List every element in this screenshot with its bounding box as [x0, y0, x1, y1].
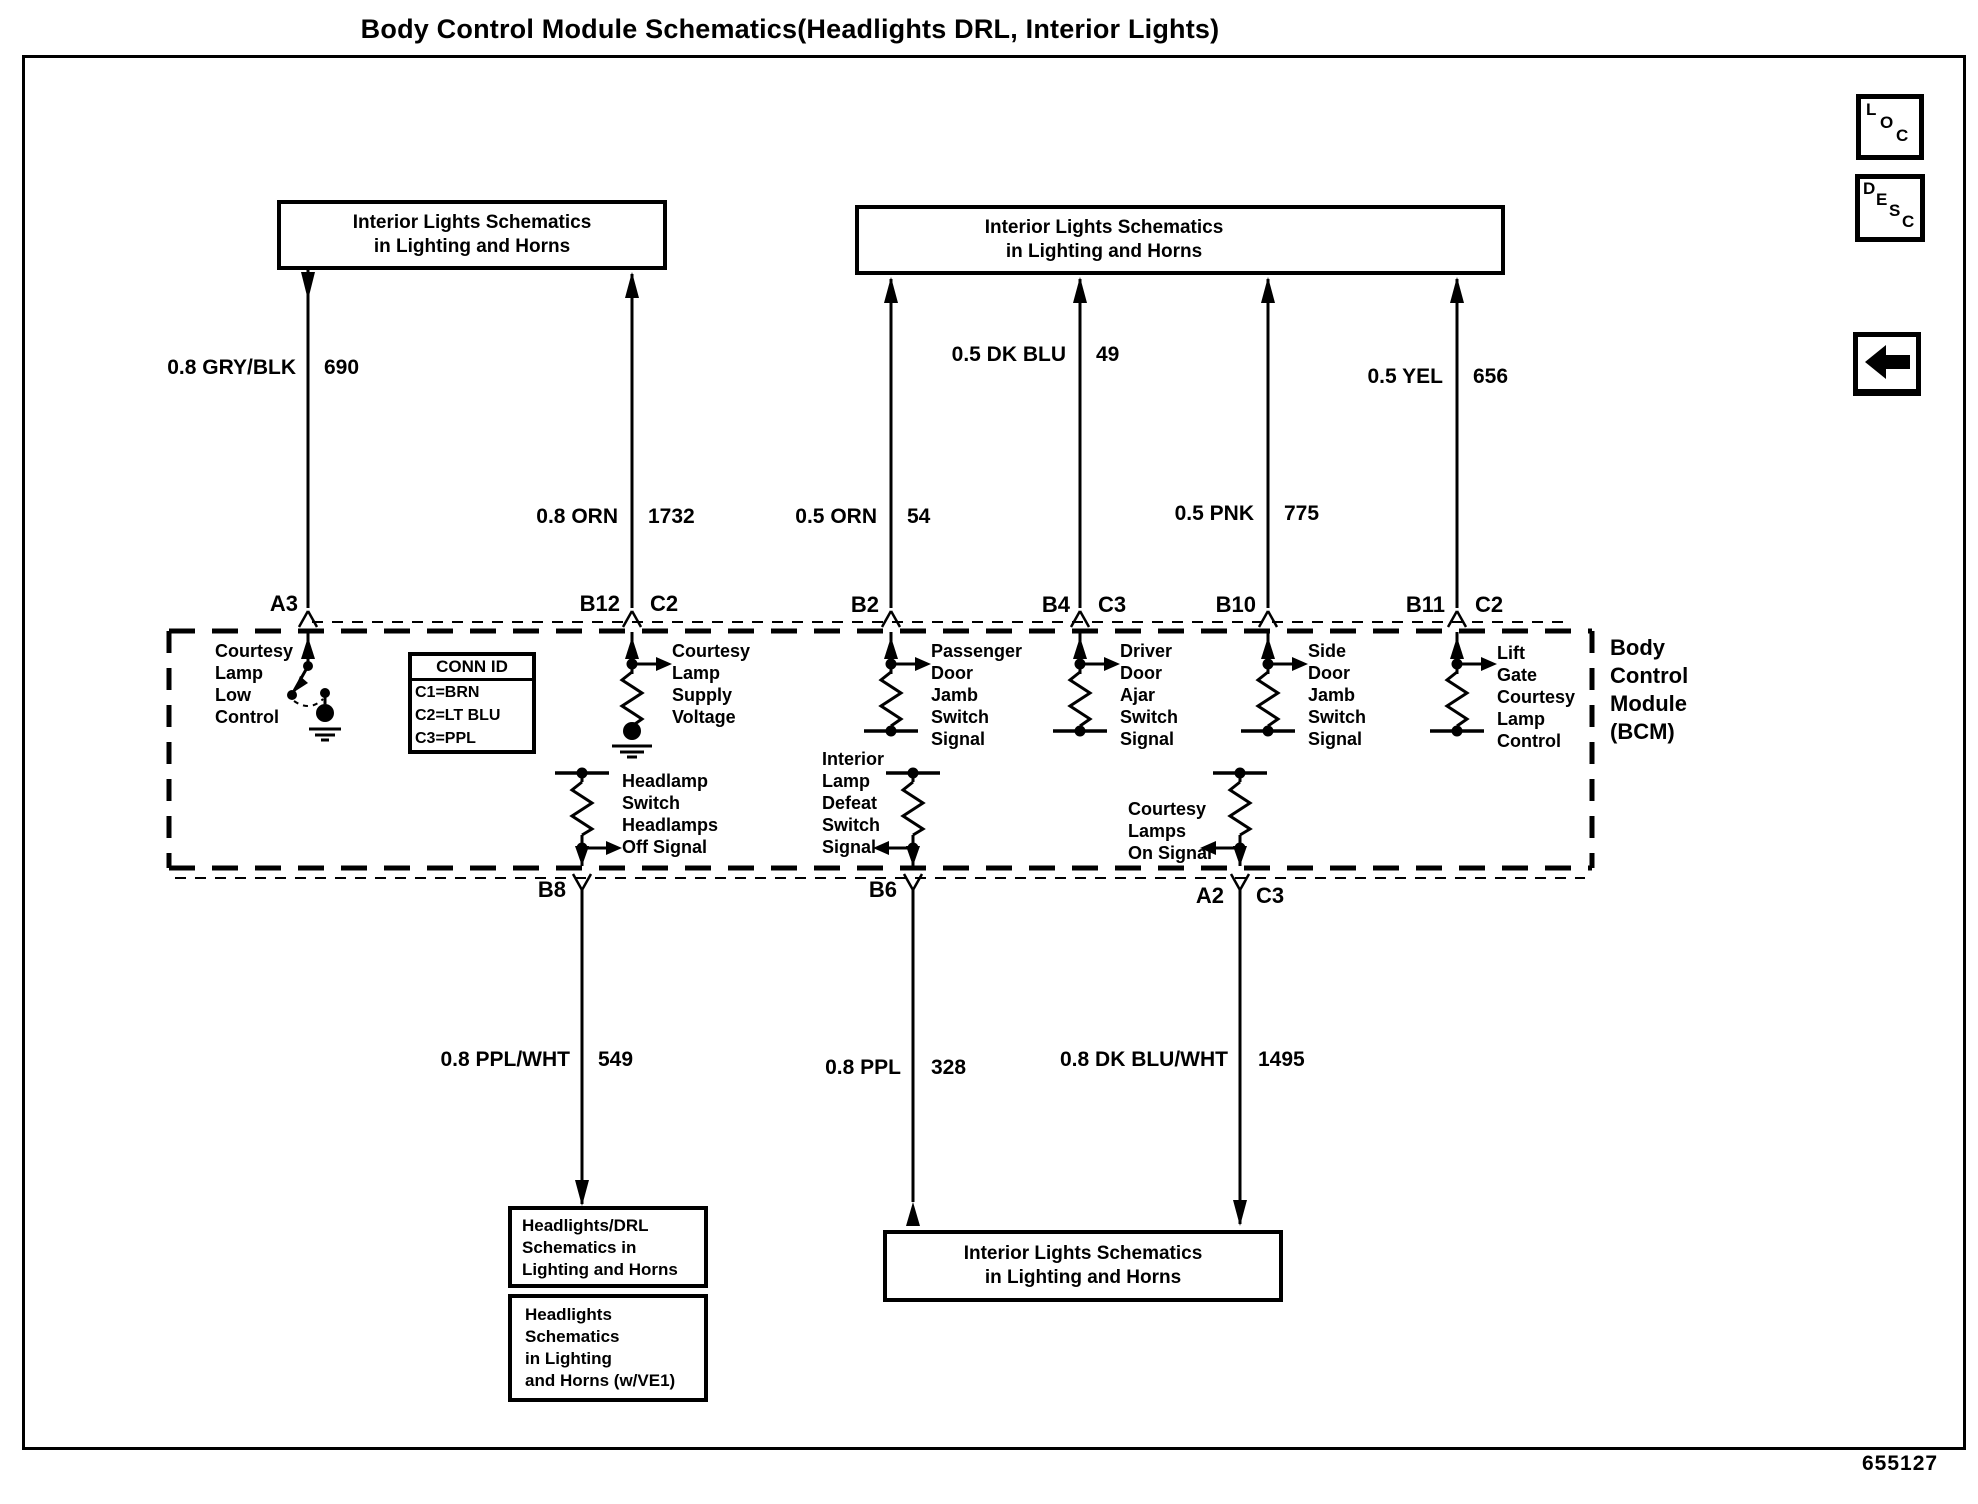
bcm-b8-circuit — [555, 767, 622, 866]
wire-label: 0.5 PNK — [1174, 502, 1254, 525]
circuit-number: 54 — [907, 505, 931, 528]
loc-button[interactable]: L O C — [1856, 94, 1924, 160]
pin-label-b12: B12 — [579, 591, 620, 616]
bcm-a3-switch — [287, 632, 341, 742]
function-label-headlamp-switch-off: Headlamp Switch Headlamps Off Signal — [622, 771, 719, 857]
schematic-frame — [22, 55, 1966, 1450]
circuit-number: 656 — [1473, 365, 1509, 388]
conn-label-c3: C3 — [1098, 592, 1127, 617]
wire-b8-bottom — [571, 873, 593, 1206]
circuit-number: 775 — [1284, 502, 1320, 525]
ref-box-headlights-ve1[interactable]: Headlights Schematics in Lighting and Ho… — [508, 1294, 708, 1402]
bcm-module-label: Body Control Module (BCM) — [1610, 635, 1689, 744]
desc-button-char: D — [1863, 179, 1876, 198]
loc-button-char: C — [1896, 126, 1909, 145]
circuit-number: 690 — [324, 356, 360, 379]
desc-button-char: C — [1902, 212, 1915, 231]
loc-button-char: L — [1866, 100, 1877, 119]
ref-box-interior-lights-bottom[interactable]: Interior Lights Schematics in Lighting a… — [883, 1230, 1283, 1302]
ref-box-label: Interior Lights Schematics in Lighting a… — [984, 217, 1224, 262]
ref-box-label: Headlights/DRL Schematics in Lighting an… — [522, 1216, 678, 1279]
circuit-number: 49 — [1096, 343, 1120, 366]
wire-b10-top — [1257, 277, 1279, 628]
conn-label-c3: C3 — [1256, 883, 1285, 908]
wire-a2-bottom — [1229, 873, 1251, 1226]
pin-label-b6: B6 — [868, 877, 897, 902]
ref-box-interior-lights-top-right[interactable]: Interior Lights Schematics in Lighting a… — [855, 205, 1505, 275]
ref-box-headlights-drl[interactable]: Headlights/DRL Schematics in Lighting an… — [508, 1206, 708, 1288]
conn-id-row: C2=LT BLU — [415, 707, 501, 724]
bcm-b4-circuit — [1053, 632, 1120, 737]
function-label-interior-lamp-defeat: Interior Lamp Defeat Switch Signal — [822, 749, 885, 857]
function-label-courtesy-lamp-supply-voltage: Courtesy Lamp Supply Voltage — [672, 641, 751, 727]
wire-b12-top — [621, 272, 643, 628]
wire-label: 0.5 DK BLU — [951, 343, 1066, 366]
wire-b6-bottom — [902, 873, 924, 1226]
wire-b4-top — [1069, 277, 1091, 628]
desc-button-char: S — [1889, 201, 1901, 220]
page-title: Body Control Module Schematics(Headlight… — [360, 14, 1220, 44]
conn-id-row: C1=BRN — [415, 684, 480, 701]
function-label-side-door-jamb: Side Door Jamb Switch Signal — [1308, 641, 1367, 749]
conn-label-c2: C2 — [650, 591, 679, 616]
wire-label: 0.8 PPL — [825, 1056, 901, 1079]
pin-label-a3: A3 — [269, 591, 298, 616]
ref-box-label: Headlights Schematics in Lighting and Ho… — [525, 1305, 676, 1390]
bcm-b2-circuit — [864, 632, 931, 737]
desc-button[interactable]: D E S C — [1855, 174, 1925, 242]
loc-button-char: O — [1880, 113, 1894, 132]
circuit-number: 1732 — [648, 505, 695, 528]
function-label-courtesy-lamps-on: Courtesy Lamps On Signal — [1128, 799, 1213, 863]
bcm-b10-circuit — [1241, 632, 1308, 737]
wire-a3-top — [297, 268, 319, 628]
bcm-b11-circuit — [1430, 632, 1497, 737]
pin-label-b8: B8 — [537, 877, 566, 902]
pin-label-b4: B4 — [1041, 592, 1070, 617]
wire-b2-top — [880, 277, 902, 628]
pin-label-b10: B10 — [1215, 592, 1256, 617]
pin-label-a2: A2 — [1195, 883, 1224, 908]
back-button[interactable] — [1853, 332, 1921, 396]
circuit-number: 328 — [931, 1056, 967, 1079]
conn-id-table: CONN ID C1=BRN C2=LT BLU C3=PPL — [408, 652, 536, 754]
wire-label: 0.5 YEL — [1367, 365, 1444, 388]
wire-label: 0.8 GRY/BLK — [167, 356, 296, 379]
ref-box-label: Interior Lights Schematics in Lighting a… — [352, 212, 592, 257]
bcm-b6-circuit — [873, 767, 940, 866]
bcm-a2-circuit — [1200, 767, 1267, 866]
bcm-b12-circuit — [612, 632, 672, 759]
wire-label: 0.8 ORN — [536, 505, 618, 528]
drawing-number: 655127 — [1862, 1452, 1939, 1475]
pin-label-b11: B11 — [1405, 592, 1445, 617]
desc-button-char: E — [1876, 190, 1888, 209]
function-label-courtesy-lamp-low-control: Courtesy Lamp Low Control — [215, 641, 294, 727]
conn-id-title: CONN ID — [412, 656, 532, 681]
circuit-number: 1495 — [1258, 1048, 1305, 1071]
conn-id-row: C3=PPL — [415, 730, 476, 747]
function-label-passenger-door-jamb: Passenger Door Jamb Switch Signal — [931, 641, 1023, 749]
wire-label: 0.8 PPL/WHT — [440, 1048, 570, 1071]
wire-label: 0.5 ORN — [795, 505, 877, 528]
function-label-lift-gate-courtesy-lamp: Lift Gate Courtesy Lamp Control — [1497, 643, 1576, 751]
wire-label: 0.8 DK BLU/WHT — [1060, 1048, 1228, 1071]
bcm-dashed-border — [166, 621, 1595, 879]
ref-box-interior-lights-top-left[interactable]: Interior Lights Schematics in Lighting a… — [277, 200, 667, 270]
conn-label-c2: C2 — [1475, 592, 1504, 617]
pin-label-b2: B2 — [850, 592, 879, 617]
function-label-driver-door-ajar: Driver Door Ajar Switch Signal — [1120, 641, 1179, 749]
ref-box-label: Interior Lights Schematics in Lighting a… — [963, 1243, 1203, 1288]
left-arrow-icon — [1865, 345, 1910, 379]
circuit-number: 549 — [598, 1048, 634, 1071]
wire-b11-top — [1446, 277, 1468, 628]
